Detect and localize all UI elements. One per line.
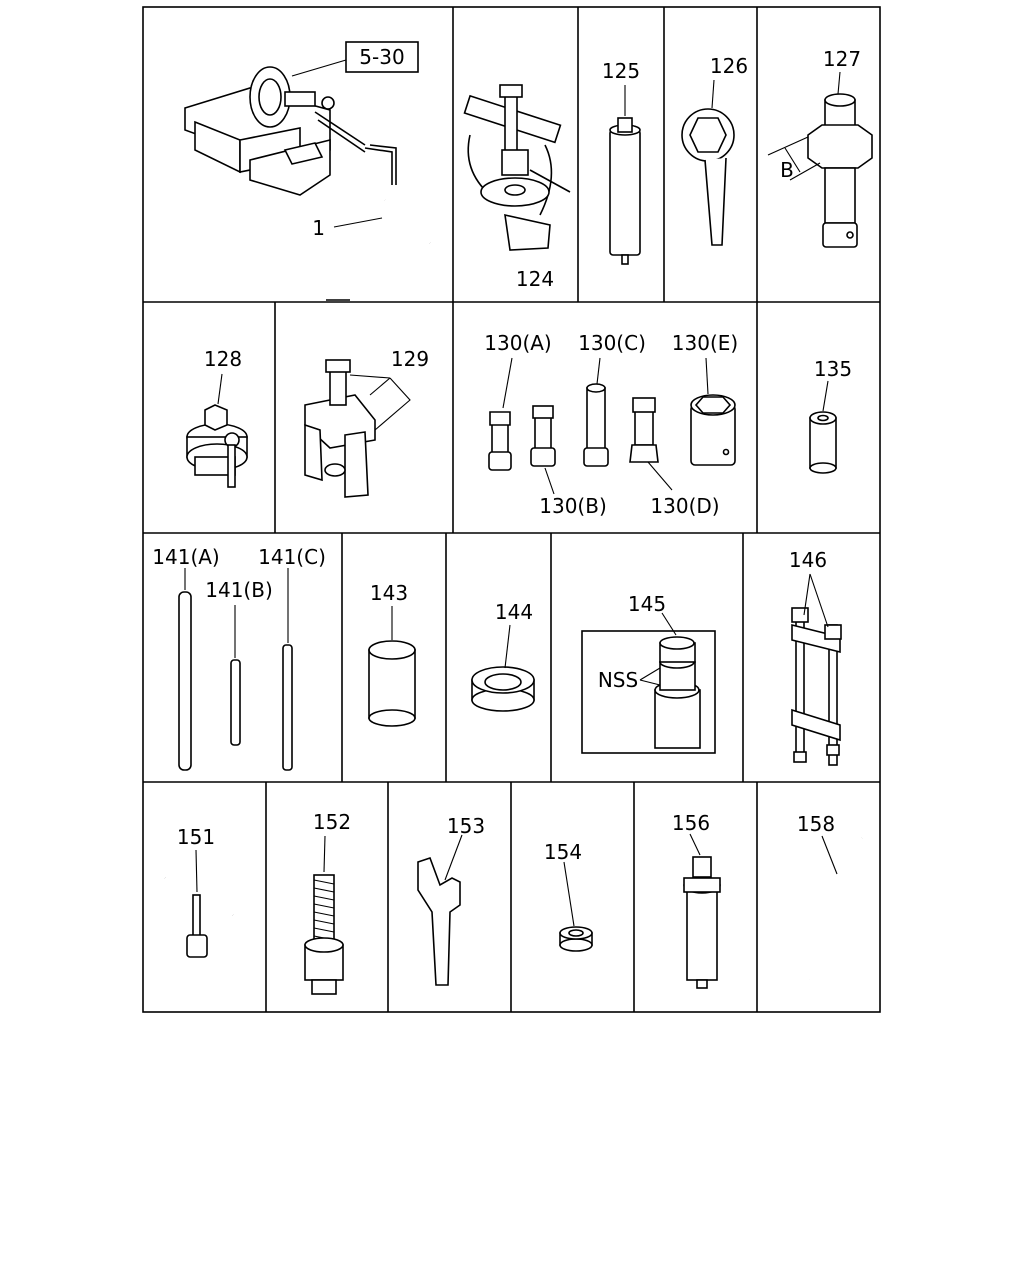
label-144: 144 <box>495 600 533 624</box>
label-1: 1 <box>312 216 325 240</box>
press-146-illustration <box>791 573 842 766</box>
spanner-153-illustration <box>417 834 463 986</box>
label-158: 158 <box>797 812 835 836</box>
label-127: 127 <box>823 47 861 71</box>
label-125: 125 <box>602 59 640 83</box>
label-135: 135 <box>814 357 852 381</box>
socket-130d-illustration <box>629 397 673 491</box>
t-handle-151-illustration <box>164 849 234 958</box>
label-151: 151 <box>177 825 215 849</box>
label-143: 143 <box>370 581 408 605</box>
label-146: 146 <box>789 548 827 572</box>
threaded-tool-152-illustration <box>304 835 344 995</box>
socket-127-illustration <box>767 71 873 248</box>
puller-124-illustration <box>463 84 571 251</box>
wrench-126-illustration <box>681 79 735 246</box>
label-130c: 130(C) <box>578 331 646 355</box>
installer-125-illustration <box>609 85 641 265</box>
sleeve-143-illustration <box>368 606 416 727</box>
tool-156-illustration <box>683 833 721 989</box>
socket-130a-illustration <box>488 357 513 471</box>
socket-130c-illustration <box>583 357 609 467</box>
reference-box: 5-30 <box>345 41 419 73</box>
pin-141b-illustration <box>230 605 241 746</box>
label-153: 153 <box>447 814 485 838</box>
socket-130b-illustration <box>530 405 556 495</box>
label-128: 128 <box>204 347 242 371</box>
label-141b: 141(B) <box>205 578 273 602</box>
handle-part-1 <box>333 199 432 246</box>
label-130d: 130(D) <box>650 494 719 518</box>
label-130e: 130(E) <box>672 331 738 355</box>
label-130b: 130(B) <box>539 494 607 518</box>
label-129: 129 <box>391 347 429 371</box>
ring-144-illustration <box>471 624 535 712</box>
winch-assembly-illustration <box>184 59 397 196</box>
puller-129-illustration <box>304 299 411 498</box>
label-152: 152 <box>313 810 351 834</box>
label-126: 126 <box>710 54 748 78</box>
label-141a: 141(A) <box>152 545 219 569</box>
label-154: 154 <box>544 840 582 864</box>
reference-box-label: 5-30 <box>359 45 404 69</box>
socket-130e-illustration <box>690 357 736 466</box>
label-145: 145 <box>628 592 666 616</box>
label-124: 124 <box>516 267 554 291</box>
installer-145-illustration <box>581 612 716 754</box>
tool-128-illustration <box>186 373 248 488</box>
pin-141a-illustration <box>178 568 192 771</box>
grid-frame <box>142 6 881 1013</box>
dimension-b-label: B <box>780 158 794 182</box>
bar-158-illustration <box>807 835 865 981</box>
sleeve-135-illustration <box>809 380 837 474</box>
label-130a: 130(A) <box>484 331 551 355</box>
label-141c: 141(C) <box>258 545 326 569</box>
pin-141c-illustration <box>282 568 293 771</box>
label-156: 156 <box>672 811 710 835</box>
nss-label: NSS <box>598 668 638 692</box>
nut-154-illustration <box>559 861 593 952</box>
